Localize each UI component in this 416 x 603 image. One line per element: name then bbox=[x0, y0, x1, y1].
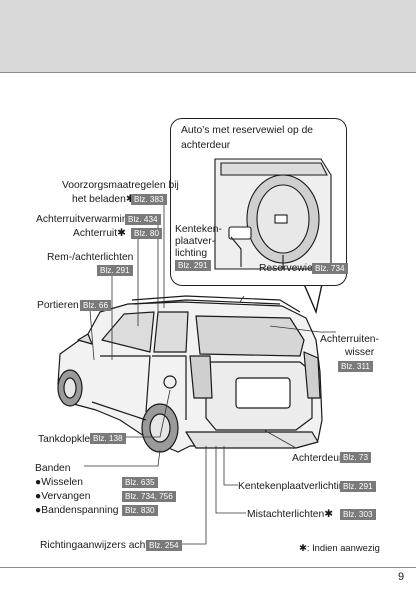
inset-title-line1: Auto’s met reservewiel op de bbox=[181, 125, 314, 136]
bottom-rule bbox=[0, 567, 416, 568]
wiper-label-1: Achterruiten- bbox=[320, 334, 379, 345]
tires-item-rotate-ref[interactable]: Blz. 635 bbox=[122, 477, 158, 488]
doors-label: Portieren bbox=[37, 300, 79, 311]
footnote: ✱: Indien aanwezig bbox=[299, 542, 380, 553]
inset-spare-wheel: Auto’s met reservewiel op de achterdeur … bbox=[170, 118, 348, 286]
rear-lights-label: Rem-/achterlichten bbox=[47, 252, 134, 263]
tires-item-replace-ref[interactable]: Blz. 734, 756 bbox=[122, 491, 176, 502]
rear-window-ref[interactable]: Blz. 80 bbox=[131, 228, 163, 239]
back-door-ref[interactable]: Blz. 73 bbox=[340, 452, 372, 463]
wiper-ref[interactable]: Blz. 311 bbox=[338, 361, 373, 372]
tires-title: Banden bbox=[35, 463, 71, 474]
fuel-lid-ref[interactable]: Blz. 138 bbox=[90, 433, 126, 444]
fuel-lid-label: Tankdopklep bbox=[38, 434, 96, 445]
rear-lights-ref[interactable]: Blz. 291 bbox=[97, 265, 133, 276]
fog-light-label: Mistachterlichten✱ bbox=[247, 509, 333, 520]
inset-plate-light-ref[interactable]: Blz. 291 bbox=[175, 260, 211, 271]
wiper-label-2: wisser bbox=[345, 347, 375, 358]
fog-light-ref[interactable]: Blz. 303 bbox=[340, 509, 376, 520]
inset-spare-wheel-ref[interactable]: Blz. 734 bbox=[312, 263, 348, 274]
doors-ref[interactable]: Blz. 66 bbox=[80, 300, 112, 311]
inset-plate-light-label-3: lichting bbox=[175, 248, 208, 259]
plate-light-label: Kentekenplaatverlichting bbox=[238, 481, 351, 492]
back-door-label: Achterdeur bbox=[292, 453, 343, 464]
inset-plate-light-label-2: plaatver- bbox=[175, 236, 216, 247]
page-number: 9 bbox=[398, 571, 405, 583]
tires-item-pressure-ref[interactable]: Blz. 830 bbox=[122, 505, 158, 516]
turn-signals-label: Richtingaanwijzers achter bbox=[40, 540, 158, 551]
tires-item-pressure: ●Bandenspanning bbox=[35, 505, 119, 516]
inset-illustration bbox=[214, 158, 332, 270]
precautions-label-2: het beladen✱ bbox=[72, 194, 135, 205]
precautions-ref[interactable]: Blz. 383 bbox=[131, 194, 167, 205]
turn-signals-ref[interactable]: Blz. 254 bbox=[146, 540, 182, 551]
precautions-label-1: Voorzorgsmaatregelen bij bbox=[62, 180, 179, 191]
inset-plate-light-label-1: Kenteken- bbox=[175, 224, 222, 235]
plate-light-ref[interactable]: Blz. 291 bbox=[340, 481, 376, 492]
defogger-ref[interactable]: Blz. 434 bbox=[125, 214, 161, 225]
defogger-label: Achterruitverwarming bbox=[36, 214, 134, 225]
tires-item-replace: ●Vervangen bbox=[35, 491, 91, 502]
rear-window-label: Achterruit✱ bbox=[73, 228, 126, 239]
inset-title-line2: achterdeur bbox=[181, 140, 231, 151]
inset-spare-wheel-label: Reservewiel bbox=[259, 263, 316, 274]
header-band bbox=[0, 0, 416, 73]
tires-item-rotate: ●Wisselen bbox=[35, 477, 83, 488]
